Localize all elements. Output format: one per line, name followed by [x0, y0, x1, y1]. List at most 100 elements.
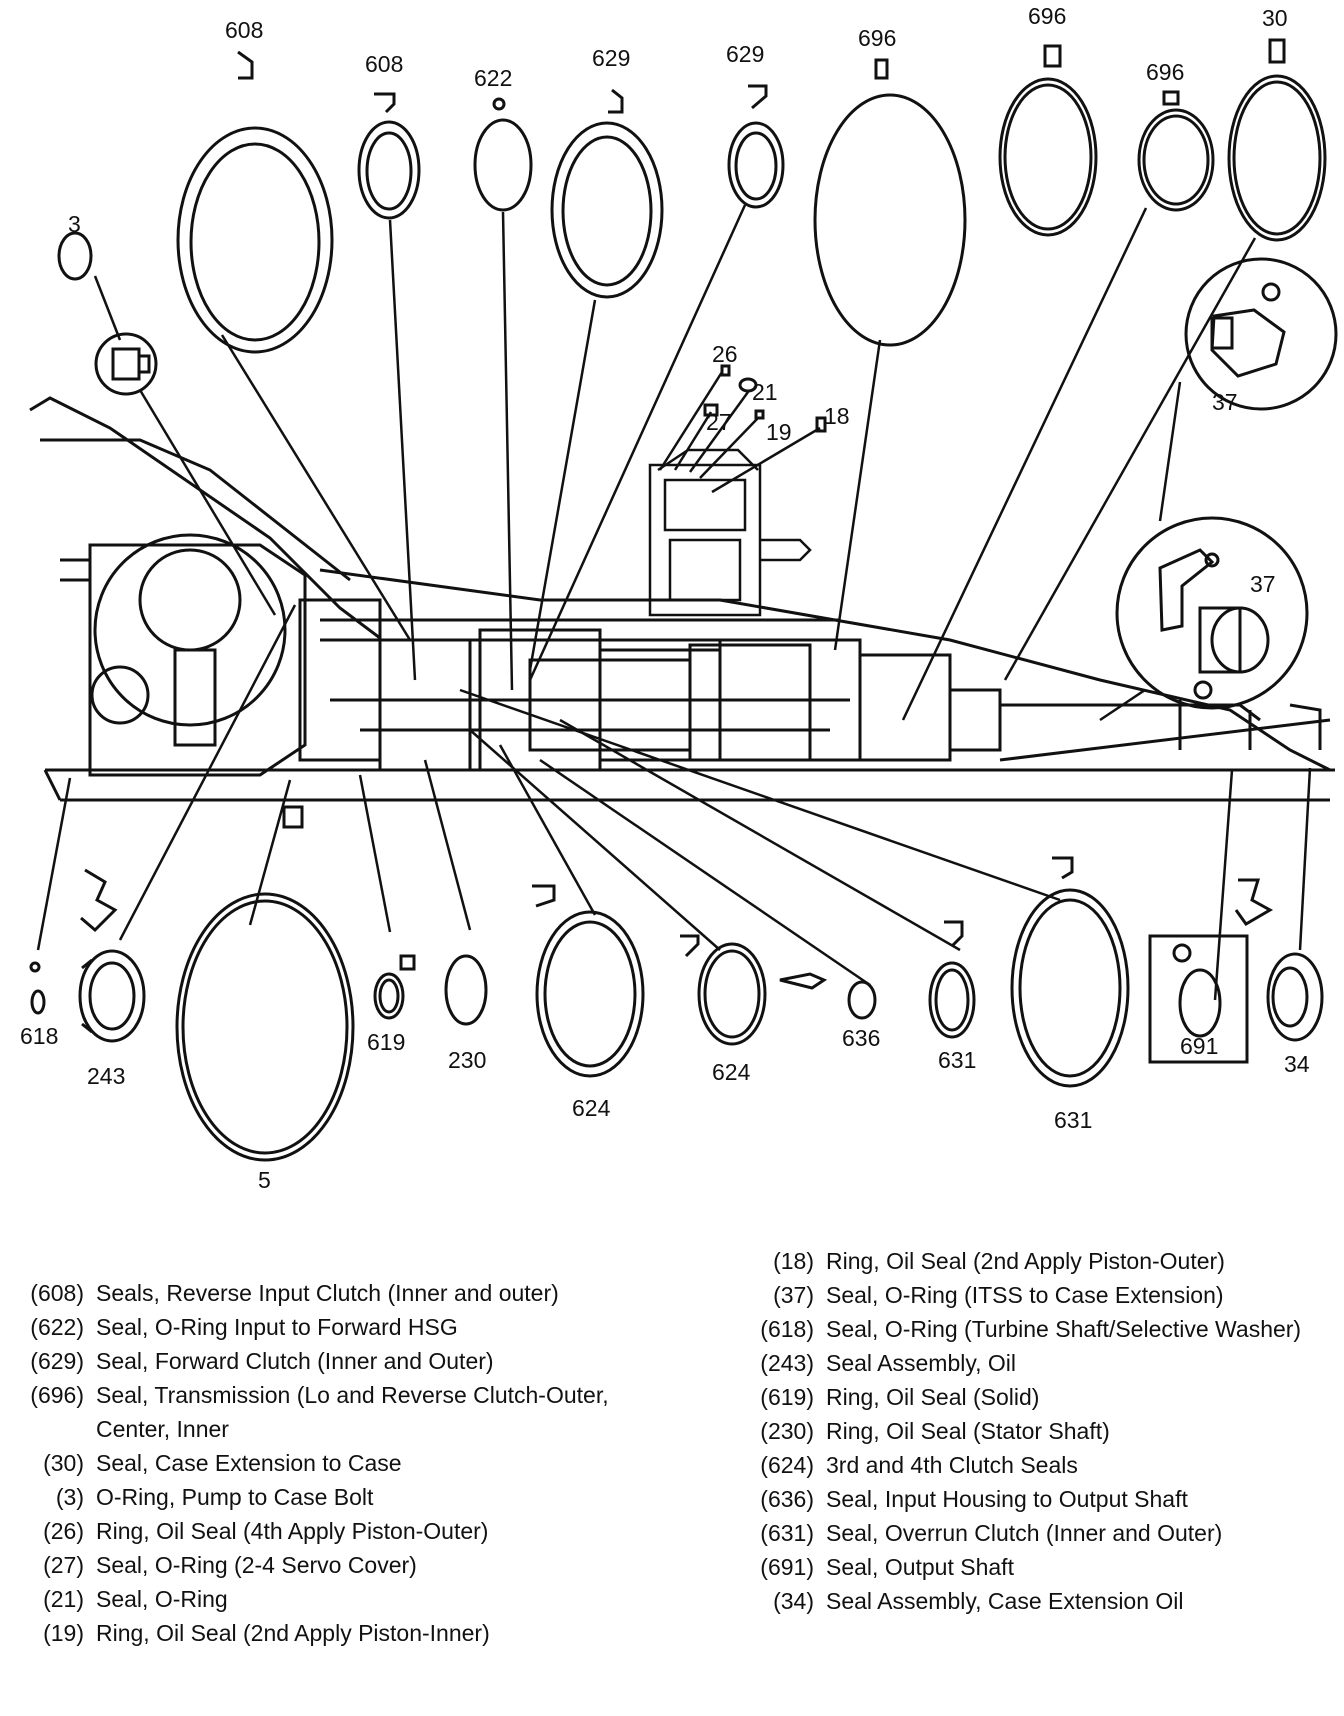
seal-profile-symbol [680, 934, 700, 958]
legend-item-number: (608) [30, 1280, 84, 1306]
round-profile-symbol [492, 97, 506, 111]
square-profile-symbol [874, 58, 889, 80]
seal-profile-symbol [748, 84, 768, 110]
callout-3: 3 [68, 211, 81, 237]
legend-item-number: (696) [30, 1382, 84, 1408]
legend-item-description: Seal, Output Shaft [826, 1554, 1014, 1580]
legend-item-number: (618) [760, 1316, 814, 1342]
seal-230 [444, 954, 488, 1026]
legend-item-description: Seal, Forward Clutch (Inner and Outer) [96, 1348, 494, 1374]
legend-item-number: (30) [43, 1450, 84, 1476]
legend-item: (30) Seal, Case Extension to Case [8, 1446, 628, 1480]
callout-243: 243 [87, 1063, 125, 1089]
legend-item: (230) Ring, Oil Seal (Stator Shaft) [738, 1414, 1338, 1448]
legend-item-description: Seal, O-Ring (Turbine Shaft/Selective Wa… [826, 1316, 1302, 1342]
legend-item: (18)Ring, Oil Seal (2nd Apply Piston-Out… [738, 1244, 1338, 1278]
seal-3 [57, 231, 93, 281]
legend-item-description: Seal, Case Extension to Case [96, 1450, 402, 1476]
legend-item: (27) Seal, O-Ring (2-4 Servo Cover) [8, 1548, 628, 1582]
legend-item: (624)3rd and 4th Clutch Seals [738, 1448, 1338, 1482]
seal-691-box [1148, 934, 1249, 1064]
legend-item-number: (691) [760, 1554, 814, 1580]
square-profile-symbol [1043, 44, 1062, 68]
seal-631-small [928, 961, 976, 1039]
legend-item-number: (243) [760, 1350, 814, 1376]
legend-item: (629) Seal, Forward Clutch (Inner and Out… [8, 1344, 628, 1378]
legend-item-number: (629) [30, 1348, 84, 1374]
itss-detail-lower [1115, 516, 1309, 710]
legend-item-number: (37) [773, 1282, 814, 1308]
callout-27: 27 [706, 409, 732, 435]
seal-608-large [176, 126, 334, 354]
square-profile-symbol [399, 954, 416, 971]
legend-item: (21)Seal, O-Ring [8, 1582, 628, 1616]
legend-item: (19) Ring, Oil Seal (2nd Apply Piston-Inn… [8, 1616, 628, 1650]
legend-item-description: O-Ring, Pump to Case Bolt [96, 1484, 374, 1510]
legend-item-number: (19) [43, 1620, 84, 1646]
legend-item-description: Ring, Oil Seal (Solid) [826, 1384, 1040, 1410]
callout-34: 34 [1284, 1051, 1310, 1077]
legend-item: (26)Ring, Oil Seal (4th Apply Piston-Out… [8, 1514, 628, 1548]
legend-item-number: (21) [43, 1586, 84, 1612]
legend-item-number: (230) [760, 1418, 814, 1444]
legend-left-column: (608) Seals, Reverse Input Clutch (Inner … [8, 1276, 628, 1650]
callout-230: 230 [448, 1047, 486, 1073]
seal-608-small [357, 120, 421, 220]
callout-624: 624 [572, 1095, 611, 1121]
legend-item-description: Seal, O-Ring (2-4 Servo Cover) [96, 1552, 417, 1578]
itss-detail-upper [1184, 257, 1338, 411]
callout-618: 618 [20, 1023, 58, 1049]
legend-item: (619) Ring, Oil Seal (Solid) [738, 1380, 1338, 1414]
legend-item-number: (26) [43, 1518, 84, 1544]
callout-696: 696 [1146, 59, 1184, 85]
seal-profile-symbol [608, 88, 624, 114]
legend-item: (696) Seal, Transmission (Lo and Reverse … [8, 1378, 628, 1446]
callout-631: 631 [938, 1047, 976, 1073]
callout-619: 619 [367, 1029, 405, 1055]
callout-629: 629 [592, 45, 630, 71]
legend-item-description: Ring, Oil Seal (2nd Apply Piston-Inner) [96, 1620, 490, 1646]
seal-profile-symbol [944, 920, 964, 948]
legend-item-description: Seal, Input Housing to Output Shaft [826, 1486, 1188, 1512]
legend-item-description: Seals, Reverse Input Clutch (Inner and o… [96, 1280, 559, 1306]
legend-item-number: (27) [43, 1552, 84, 1578]
legend-item: (608) Seals, Reverse Input Clutch (Inner … [8, 1276, 628, 1310]
callout-696: 696 [858, 25, 896, 51]
callout-30: 30 [1262, 5, 1288, 31]
legend-item-number: (631) [760, 1520, 814, 1546]
callout-691: 691 [1180, 1033, 1218, 1059]
callout-636: 636 [842, 1025, 880, 1051]
legend-item-description: Ring, Oil Seal (Stator Shaft) [826, 1418, 1110, 1444]
legend-item: (631)Seal, Overrun Clutch (Inner and Out… [738, 1516, 1338, 1550]
seal-profile-symbol [80, 868, 118, 933]
round-profile-symbol [29, 961, 41, 973]
legend-item: (3) O-Ring, Pump to Case Bolt [8, 1480, 628, 1514]
callout-37: 37 [1250, 571, 1276, 597]
leader-lines [36, 204, 1312, 1001]
callout-608: 608 [225, 17, 263, 43]
callout-696: 696 [1028, 3, 1066, 29]
exploded-seal-diagram: 608 608 622 629 629 696 696 696 30 3 26 … [20, 3, 1338, 1190]
square-profile-symbol [1268, 38, 1286, 64]
seal-21-symbol [738, 377, 758, 393]
legend-item-number: (624) [760, 1452, 814, 1478]
legend-item: (37)Seal, O-Ring (ITSS to Case Extension… [738, 1278, 1338, 1312]
legend-item: (618) Seal, O-Ring (Turbine Shaft/Selecti… [738, 1312, 1338, 1346]
seal-636 [779, 972, 877, 1020]
legend-item-description: Seal, Transmission (Lo and Reverse Clutc… [96, 1382, 609, 1442]
legend-item-description: Ring, Oil Seal (2nd Apply Piston-Outer) [826, 1248, 1225, 1274]
legend-item-number: (3) [55, 1484, 84, 1510]
seal-622 [473, 118, 533, 212]
seal-631-large [1010, 888, 1130, 1088]
legend-item-number: (619) [760, 1384, 814, 1410]
callout-629: 629 [726, 41, 764, 67]
callout-21: 21 [752, 379, 778, 405]
seal-618 [30, 989, 46, 1015]
seal-624-small [697, 942, 767, 1046]
callout-608: 608 [365, 51, 403, 77]
seal-629-large [550, 121, 664, 299]
seal-27-symbol [703, 403, 719, 417]
seal-profile-symbol [374, 92, 396, 114]
seal-profile-symbol [532, 884, 556, 908]
servo-assembly [648, 448, 812, 617]
